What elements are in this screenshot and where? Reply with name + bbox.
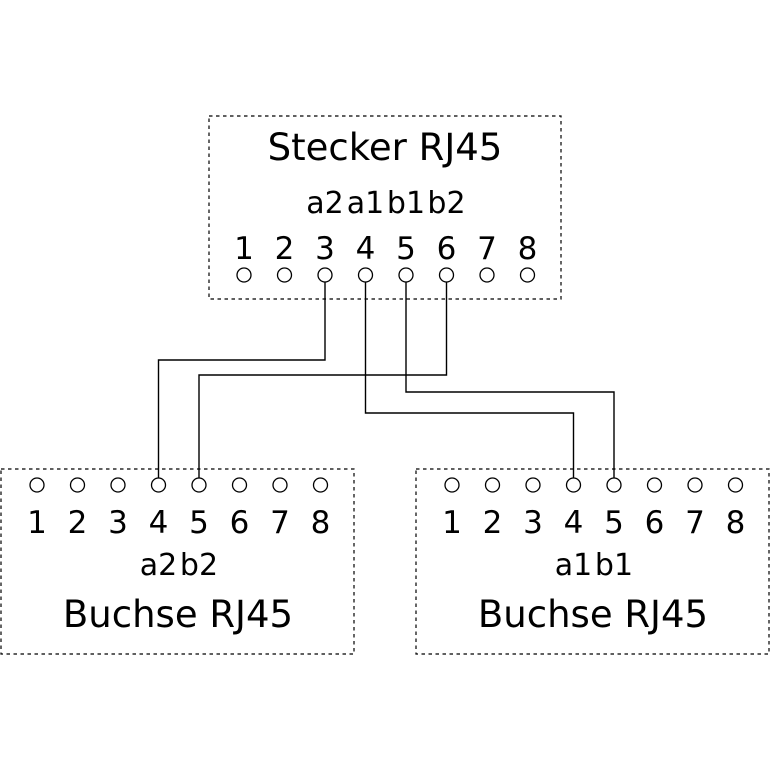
plug-pin-number-2: 2	[275, 231, 295, 267]
plug-pin-number-6: 6	[437, 231, 457, 267]
plug-pin-number-3: 3	[315, 231, 335, 267]
jack-1-pin-hole-2	[69, 477, 86, 493]
plug-pin-number-4: 4	[356, 231, 376, 267]
plug-pin-hole-5	[398, 267, 414, 283]
plug-pair-label-a1: a1	[347, 186, 384, 221]
jack-2-title: Buchse RJ45	[478, 593, 708, 636]
plug-title: Stecker RJ45	[268, 126, 503, 169]
jack-2-pin-number-2: 2	[483, 505, 503, 541]
jack-2-pin-hole-1	[444, 477, 460, 493]
jack-1-pin-number-4: 4	[149, 505, 169, 541]
jack-2-pin-hole-6	[646, 477, 663, 493]
jack-1-pin-hole-4	[150, 477, 167, 493]
jack-2-pin-hole-8	[727, 477, 744, 493]
jack-1-pair-label-a2: a2	[140, 548, 177, 583]
jack-1-pin-holes	[29, 477, 329, 493]
jack-1-pin-hole-6	[231, 477, 248, 493]
plug-pin-hole-6	[438, 267, 455, 283]
plug-pin-number-8: 8	[518, 231, 538, 267]
jack-1-pin-number-1: 1	[27, 505, 47, 541]
plug-pair-label-b2: b2	[427, 186, 465, 221]
jack-1-pin-number-5: 5	[189, 505, 209, 541]
jack-1-pair-label-b2: b2	[180, 548, 218, 583]
jack-1-pin-hole-5	[191, 477, 207, 493]
wire-plug-pin-3-to-jack-1-pin-4	[157, 282, 326, 478]
plug-pair-label-b1: b1	[387, 186, 425, 221]
jack-2-pin-number-4: 4	[564, 505, 584, 541]
jack-1-pin-number-3: 3	[108, 505, 128, 541]
jack-2-pin-holes	[444, 477, 744, 493]
plug-pin-hole-2	[276, 267, 293, 283]
plug-pin-hole-4	[357, 267, 374, 283]
jack-2-pin-number-1: 1	[442, 505, 462, 541]
jack-1-pin-number-6: 6	[230, 505, 250, 541]
plug-pair-label-a2: a2	[306, 186, 343, 221]
jack-1-pin-number-7: 7	[270, 505, 290, 541]
jack-2-pin-hole-5	[606, 477, 622, 493]
plug-pin-hole-8	[519, 267, 536, 283]
jack-1-pin-number-2: 2	[68, 505, 88, 541]
jack-2-pair-label-a1: a1	[555, 548, 592, 583]
jack-1-pin-hole-1	[29, 477, 45, 493]
jack-1-pin-hole-8	[312, 477, 329, 493]
jack-2-pin-hole-2	[484, 477, 501, 493]
jack-1-pin-number-8: 8	[311, 505, 331, 541]
plug-pin-number-1: 1	[234, 231, 254, 267]
jack-2-pin-hole-4	[565, 477, 582, 493]
jack-2-box	[415, 468, 770, 655]
jack-1-pin-hole-7	[272, 477, 288, 493]
wire-plug-pin-4-to-jack-2-pin-4	[364, 282, 575, 478]
wire-plug-pin-5-to-jack-2-pin-5	[405, 282, 615, 478]
plug-pin-number-7: 7	[477, 231, 497, 267]
jack-2-pair-label-b1: b1	[595, 548, 633, 583]
plug-pin-hole-3	[317, 267, 333, 283]
jack-2-pin-number-6: 6	[645, 505, 665, 541]
jack-2-pin-hole-7	[687, 477, 703, 493]
jack-2-pin-number-5: 5	[604, 505, 624, 541]
plug-pin-hole-1	[236, 267, 252, 283]
plug-pin-number-5: 5	[396, 231, 416, 267]
jack-2-pin-number-3: 3	[523, 505, 543, 541]
jack-2-pin-number-7: 7	[685, 505, 705, 541]
jack-2-pin-number-8: 8	[726, 505, 746, 541]
wires	[157, 282, 615, 478]
plug-box	[208, 115, 562, 300]
jack-1-title: Buchse RJ45	[63, 593, 293, 636]
plug-pin-hole-7	[479, 267, 495, 283]
jack-1-pin-hole-3	[110, 477, 126, 493]
wire-plug-pin-6-to-jack-1-pin-5	[198, 282, 448, 478]
plug-pin-holes	[236, 267, 536, 283]
jack-2-pin-hole-3	[525, 477, 541, 493]
jack-1-box	[0, 468, 355, 655]
